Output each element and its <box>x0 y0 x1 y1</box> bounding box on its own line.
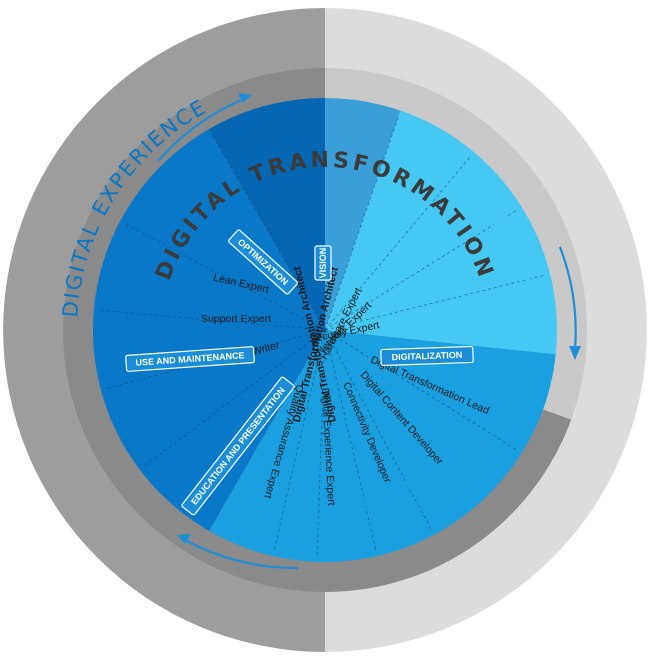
arrow-technology-to-content <box>558 246 577 351</box>
divider-line <box>324 208 519 331</box>
divider-line <box>97 309 326 331</box>
tag-vision-label: VISION <box>318 248 328 279</box>
divider-line <box>142 329 326 468</box>
tag-vision: VISION <box>314 245 332 281</box>
divider-line <box>324 329 433 532</box>
divider-line <box>324 329 519 452</box>
tag-digitalization: DIGITALIZATION <box>380 345 474 367</box>
sector-vision-right <box>325 98 401 330</box>
tag-digitalization-label: DIGITALIZATION <box>392 350 463 362</box>
divider-line <box>324 274 547 331</box>
arrowhead-top-icon <box>238 93 252 103</box>
arrow-content-to-experience <box>182 538 299 570</box>
role-dividers <box>97 114 547 558</box>
divider-line <box>273 329 326 553</box>
divider-line <box>104 329 326 390</box>
divider-line <box>324 329 377 553</box>
divider-line <box>324 114 400 331</box>
sector-vision-left <box>209 98 325 330</box>
arrow-experience-to-transformation <box>157 96 247 162</box>
direction-arrows <box>157 96 577 570</box>
role-support-expert: Support Expert <box>201 313 271 325</box>
sector-content-lower <box>209 330 516 563</box>
arrowheads <box>177 93 581 544</box>
divider-line <box>210 132 326 331</box>
divider-line <box>123 222 326 331</box>
arrowhead-right-icon <box>569 346 581 360</box>
divider-line <box>316 329 326 558</box>
divider-line <box>324 155 472 331</box>
arrowhead-bottom-icon <box>177 534 191 544</box>
tag-use-and-maintenance: USE AND MAINTENANCE <box>125 346 255 372</box>
